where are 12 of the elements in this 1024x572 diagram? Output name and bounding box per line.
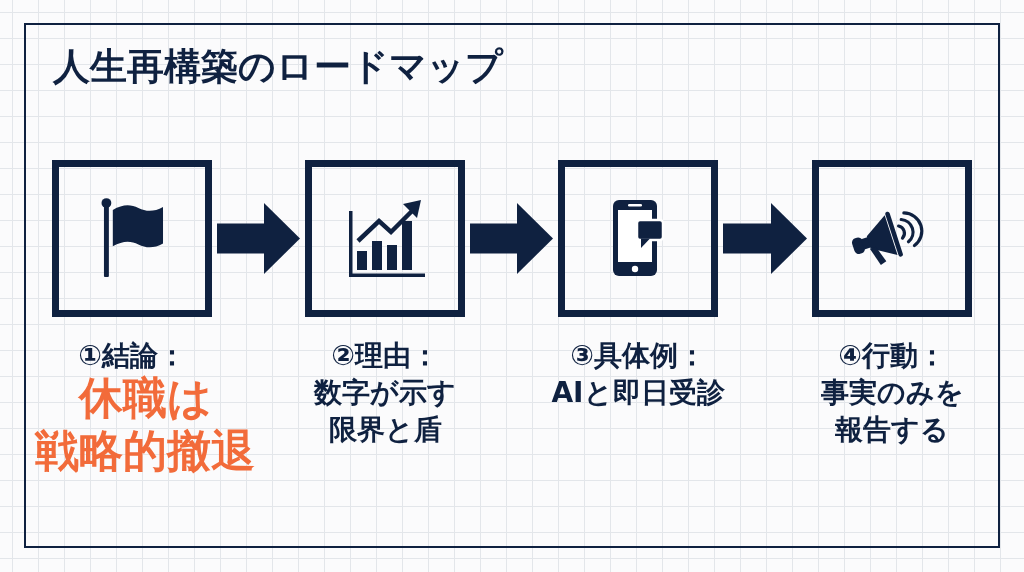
step-description: 事実のみを報告する	[820, 375, 964, 448]
step-heading: ④行動：	[838, 338, 946, 373]
highlight-text: 休職は戦略的撤退	[35, 372, 255, 478]
diagram-title: 人生再構築のロードマップ	[53, 45, 503, 90]
arrow	[470, 203, 553, 274]
step-heading: ③具体例：	[570, 338, 706, 373]
arrow	[217, 203, 300, 274]
step-description: AIと即日受診	[551, 375, 725, 411]
step-heading: ①結論：	[78, 338, 186, 373]
step-description: 数字が示す限界と盾	[314, 375, 456, 448]
step-heading: ②理由：	[331, 338, 439, 373]
arrow	[723, 203, 807, 274]
